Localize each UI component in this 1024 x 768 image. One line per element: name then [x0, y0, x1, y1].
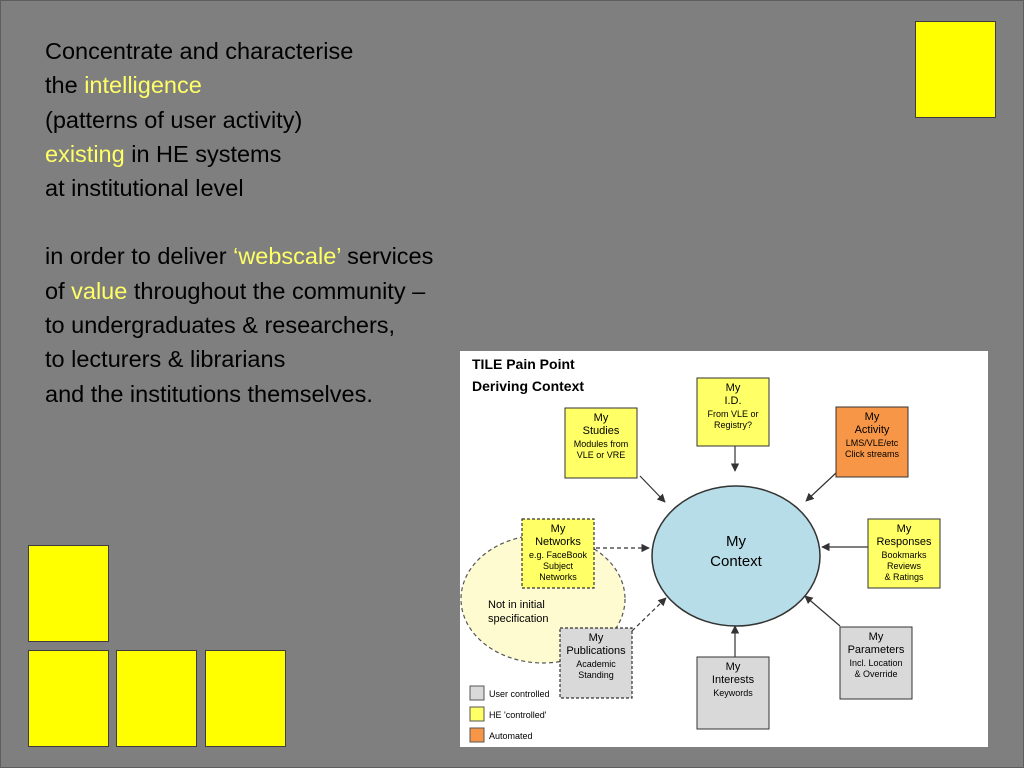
paragraph-gap — [45, 205, 433, 239]
node-sub-line: From VLE or — [707, 409, 758, 419]
diagram-subtitle: Deriving Context — [472, 378, 584, 394]
text-span: at institutional level — [45, 175, 244, 202]
text-line: in order to deliver ‘webscale’ services — [45, 239, 433, 273]
highlight-text: value — [71, 277, 128, 304]
node-id — [696, 377, 770, 447]
node-networks — [521, 518, 595, 589]
highlight-text: existing — [45, 140, 125, 167]
node-sub-line: VLE or VRE — [577, 450, 626, 460]
text-span: (patterns of user activity) — [45, 106, 303, 133]
text-span: the — [45, 72, 85, 99]
node-interests — [696, 656, 770, 730]
node-sub-line: Bookmarks — [881, 550, 927, 560]
node-title-line: Responses — [876, 536, 932, 548]
legend-swatch — [469, 706, 485, 722]
text-line: at institutional level — [45, 171, 433, 205]
node-sub-line: Standing — [578, 670, 614, 680]
text-span: of — [45, 277, 72, 304]
yellow-square-bottom-3 — [205, 650, 286, 747]
node-responses — [867, 518, 941, 589]
node-sub-line: Networks — [539, 572, 577, 582]
node-title-line: Interests — [712, 674, 755, 686]
context-label-line: Context — [710, 553, 763, 570]
node-title-line: Networks — [535, 536, 581, 548]
legend-label: Automated — [489, 731, 533, 741]
yellow-square-stacked — [28, 545, 109, 642]
node-title-line: My — [726, 661, 741, 673]
node-sub-line: LMS/VLE/etc — [846, 438, 899, 448]
yellow-square-top-right — [915, 21, 996, 118]
text-span: Concentrate and characterise — [45, 38, 354, 64]
arrow-activity — [805, 472, 837, 502]
highlight-text: intelligence — [84, 72, 202, 99]
node-title-line: I.D. — [724, 395, 741, 407]
context-label-line: My — [726, 533, 746, 550]
node-sub-line: Modules from — [574, 439, 629, 449]
text-span: to undergraduates & researchers, — [45, 312, 396, 339]
text-span: throughout the community – — [127, 277, 426, 304]
text-span: in HE systems — [124, 140, 282, 167]
node-title-line: Publications — [566, 645, 626, 657]
arrow-publications — [631, 597, 667, 632]
legend-label: HE 'controlled' — [489, 710, 547, 720]
node-title-line: My — [869, 631, 884, 643]
node-sub-line: Reviews — [887, 561, 922, 571]
node-sub-line: Registry? — [714, 420, 752, 430]
node-title-line: My — [594, 412, 609, 424]
text-line: to undergraduates & researchers, — [45, 308, 433, 342]
text-line: and the institutions themselves. — [45, 377, 433, 411]
node-sub-line: e.g. FaceBook — [529, 550, 588, 560]
bubble-label-line: Not in initial — [488, 599, 545, 611]
text-line: to lecturers & librarians — [45, 342, 433, 376]
node-title-line: Studies — [583, 425, 620, 437]
node-sub-line: & Override — [854, 669, 897, 679]
node-title-line: My — [551, 523, 566, 535]
yellow-square-bottom-2 — [116, 650, 197, 747]
arrow-parameters — [804, 595, 841, 627]
text-span: in order to deliver — [45, 243, 234, 270]
node-sub-line: Incl. Location — [849, 658, 902, 668]
body-text: Concentrate and characterise the intelli… — [45, 34, 433, 411]
node-sub-line: Keywords — [713, 688, 753, 698]
legend-label: User controlled — [489, 689, 550, 699]
node-sub-line: Subject — [543, 561, 574, 571]
node-title-line: My — [897, 523, 912, 535]
node-studies — [564, 407, 638, 479]
text-span: services — [340, 243, 434, 270]
node-title-line: Parameters — [848, 644, 905, 656]
node-title-line: My — [865, 411, 880, 423]
legend-swatch — [469, 727, 485, 743]
diagram-title: TILE Pain Point — [472, 356, 575, 372]
node-publications — [559, 627, 633, 699]
text-line: the intelligence — [45, 68, 433, 102]
node-title-line: My — [589, 632, 604, 644]
node-sub-line: Academic — [576, 659, 616, 669]
arrow-studies — [639, 475, 666, 503]
node-parameters — [839, 626, 913, 700]
node-activity — [835, 406, 909, 478]
node-sub-line: & Ratings — [884, 572, 924, 582]
highlight-text: ‘webscale’ — [233, 243, 341, 270]
yellow-square-bottom-1 — [28, 650, 109, 747]
text-span: to lecturers & librarians — [45, 346, 286, 373]
text-line: (patterns of user activity) — [45, 103, 433, 137]
bubble-label-line: specification — [488, 613, 549, 625]
node-sub-line: Click streams — [845, 449, 900, 459]
text-line: existing in HE systems — [45, 137, 433, 171]
text-span: and the institutions themselves. — [45, 380, 373, 407]
node-title-line: My — [726, 382, 741, 394]
node-title-line: Activity — [855, 424, 890, 436]
text-line: Concentrate and characterise — [45, 34, 433, 68]
text-line: of value throughout the community – — [45, 274, 433, 308]
legend-swatch — [469, 685, 485, 701]
